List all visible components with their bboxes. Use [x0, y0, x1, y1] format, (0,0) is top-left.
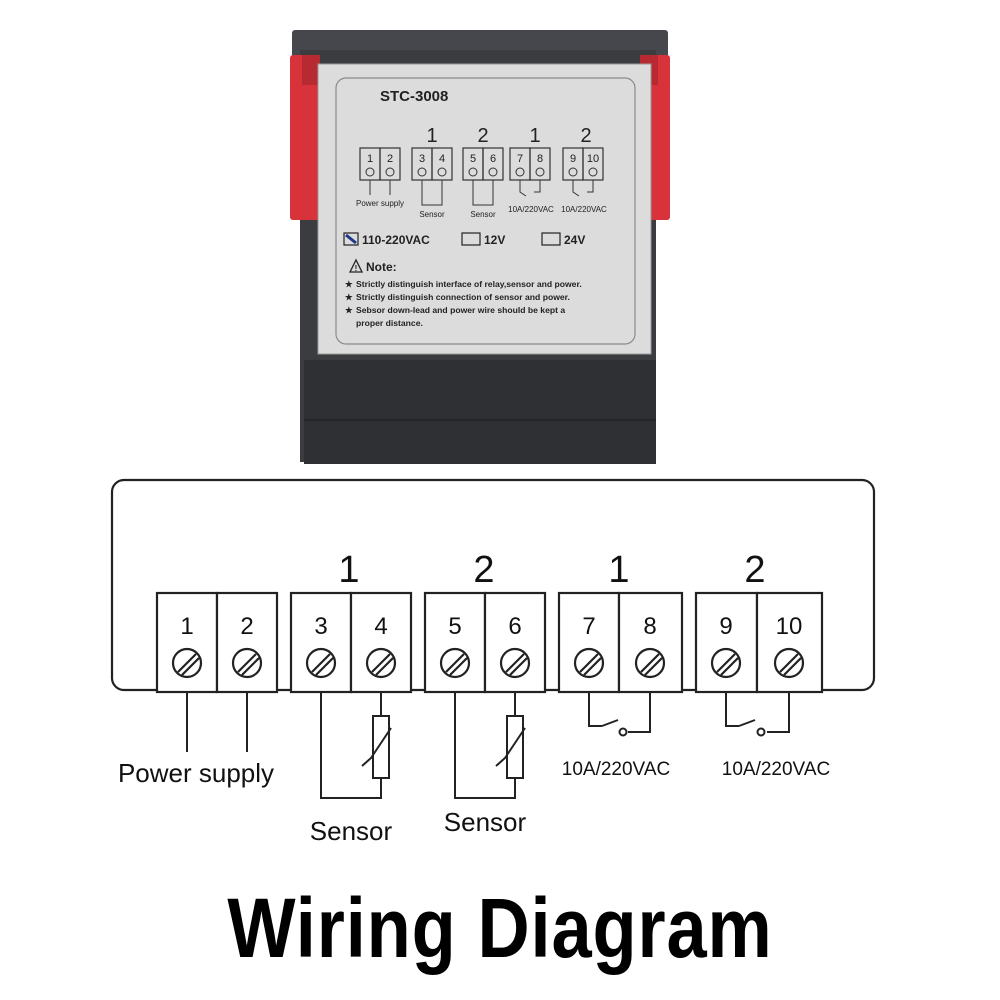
page-title: Wiring Diagram	[227, 881, 773, 975]
voltage-option: 110-220VAC	[362, 233, 430, 247]
voltage-option-checkbox	[541, 232, 561, 246]
sensor-label: Sensor	[444, 807, 527, 837]
warning-icon	[348, 258, 364, 273]
relay-rating-label: 10A/220VAC	[562, 759, 670, 780]
device-relay-label: 10A/220VAC	[561, 205, 607, 214]
voltage-options: 110-220VAC 12V 24V	[343, 232, 585, 247]
device-sensor-label: Sensor	[470, 210, 496, 219]
power-leads	[186, 692, 248, 752]
relay-2-switch-icon	[725, 692, 790, 737]
device-terminal-number: 7	[517, 153, 523, 165]
sensor-label: Sensor	[310, 816, 393, 846]
device-terminal-number: 4	[439, 153, 445, 165]
terminal-number: 6	[508, 613, 521, 640]
svg-text:★: ★	[345, 279, 354, 289]
terminal-number: 5	[448, 613, 461, 640]
device-terminal-number: 9	[570, 153, 576, 165]
device-terminal-number: 10	[587, 153, 599, 165]
device-power-label: Power supply	[356, 199, 404, 208]
terminal-number: 9	[719, 613, 732, 640]
group-number: 1	[338, 549, 359, 591]
relay-rating-label: 10A/220VAC	[722, 759, 830, 780]
group-number: 2	[744, 549, 765, 591]
svg-text:★: ★	[345, 305, 354, 315]
device-screw-icon	[365, 167, 598, 177]
terminal-number: 3	[314, 613, 327, 640]
device-label	[317, 63, 652, 355]
svg-text:★: ★	[345, 292, 354, 302]
device-terminal-number: 5	[470, 153, 476, 165]
terminal-number: 4	[374, 613, 387, 640]
device-model: STC-3008	[380, 88, 448, 105]
note-line: Sebsor down-lead and power wire should b…	[356, 305, 565, 315]
sensor-2-wiring	[454, 692, 526, 799]
device-sensor-label: Sensor	[419, 210, 445, 219]
terminal-number: 10	[776, 613, 803, 640]
terminal-number: 8	[643, 613, 656, 640]
terminal-number: 2	[240, 613, 253, 640]
group-number: 1	[608, 549, 629, 591]
device-group-number: 2	[580, 125, 591, 147]
relay-1-switch-icon	[588, 692, 651, 737]
thermistor-icon	[372, 715, 390, 779]
terminal-number: 1	[180, 613, 193, 640]
wiring-diagram: 1 2 1 2 1 2 3 4 5 6 7 8 9 10	[110, 478, 876, 846]
voltage-option: 12V	[484, 233, 505, 247]
device-group-number: 1	[529, 125, 540, 147]
group-number: 2	[473, 549, 494, 591]
device-terminal-number: 2	[387, 153, 393, 165]
terminal-number: 7	[582, 613, 595, 640]
svg-text:!: !	[355, 264, 358, 273]
left-clip	[290, 55, 320, 220]
voltage-option-checkbox-checked	[343, 232, 359, 246]
note-line: Strictly distinguish interface of relay,…	[356, 279, 582, 289]
note-heading: Note:	[366, 260, 397, 274]
device-group-number: 1	[426, 125, 437, 147]
device-terminal-number: 6	[490, 153, 496, 165]
thermistor-icon	[506, 715, 524, 779]
device-terminal-number: 1	[367, 153, 373, 165]
device-terminal-number: 3	[419, 153, 425, 165]
device-photo: STC-3008 1 2 1 2 1 2 3 4 5 6 7 8 9 10	[290, 30, 670, 464]
note-line: proper distance.	[356, 318, 423, 328]
device-lower-body	[304, 360, 656, 464]
power-supply-label: Power supply	[118, 758, 274, 788]
note-line: Strictly distinguish connection of senso…	[356, 292, 570, 302]
device-group-number: 2	[477, 125, 488, 147]
sensor-1-wiring	[320, 692, 392, 799]
device-terminal-number: 8	[537, 153, 543, 165]
voltage-option-checkbox	[461, 232, 481, 246]
voltage-option: 24V	[564, 233, 585, 247]
device-relay-label: 10A/220VAC	[508, 205, 554, 214]
